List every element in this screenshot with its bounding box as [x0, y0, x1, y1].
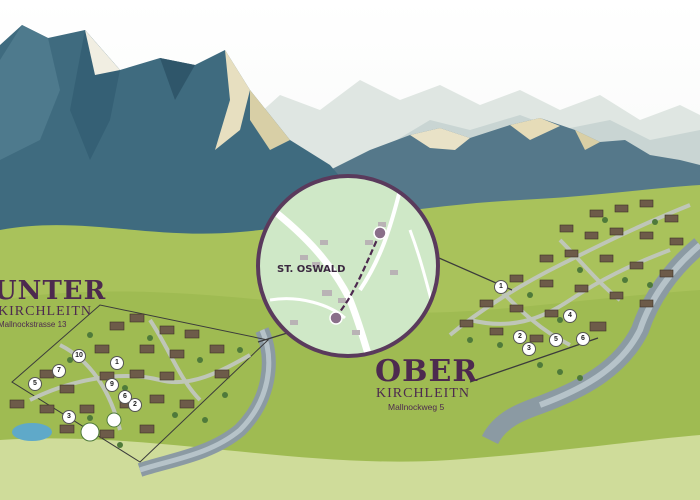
- ober-subtitle: KIRCHLEITN: [376, 386, 470, 401]
- ober-marker[interactable]: 5: [549, 333, 563, 347]
- unter-logo: [80, 422, 100, 442]
- pond: [12, 423, 52, 441]
- unter-marker[interactable]: 6: [118, 390, 132, 404]
- unter-marker[interactable]: 3: [62, 410, 76, 424]
- village-label: ST. OSWALD: [277, 264, 346, 275]
- ober-marker[interactable]: 3: [522, 342, 536, 356]
- unter-marker[interactable]: 7: [52, 364, 66, 378]
- ober-marker[interactable]: 4: [563, 309, 577, 323]
- ober-pin: [373, 226, 387, 240]
- ober-marker[interactable]: 6: [576, 332, 590, 346]
- ober-roads: [448, 203, 691, 337]
- ober-cabins: [459, 199, 684, 343]
- unter-subtitle: KIRCHLEITN: [0, 304, 92, 319]
- unter-address: Mallnockstrasse 13: [0, 320, 67, 329]
- ober-marker[interactable]: 2: [513, 330, 527, 344]
- unter-marker[interactable]: 2: [128, 398, 142, 412]
- unter-trees: [67, 332, 243, 448]
- unter-title: UNTER: [0, 276, 107, 306]
- unter-marker[interactable]: 9: [105, 378, 119, 392]
- ober-address: Mallnockweg 5: [388, 402, 445, 412]
- ober-title: OBER: [375, 354, 479, 389]
- unter-marker[interactable]: 1: [110, 356, 124, 370]
- unter-marker[interactable]: 10: [72, 349, 86, 363]
- unter-marker[interactable]: 5: [28, 377, 42, 391]
- unter-pin: [329, 311, 343, 325]
- ober-marker[interactable]: 1: [494, 280, 508, 294]
- unter-cabins: [9, 313, 230, 439]
- ober-trees: [467, 217, 658, 381]
